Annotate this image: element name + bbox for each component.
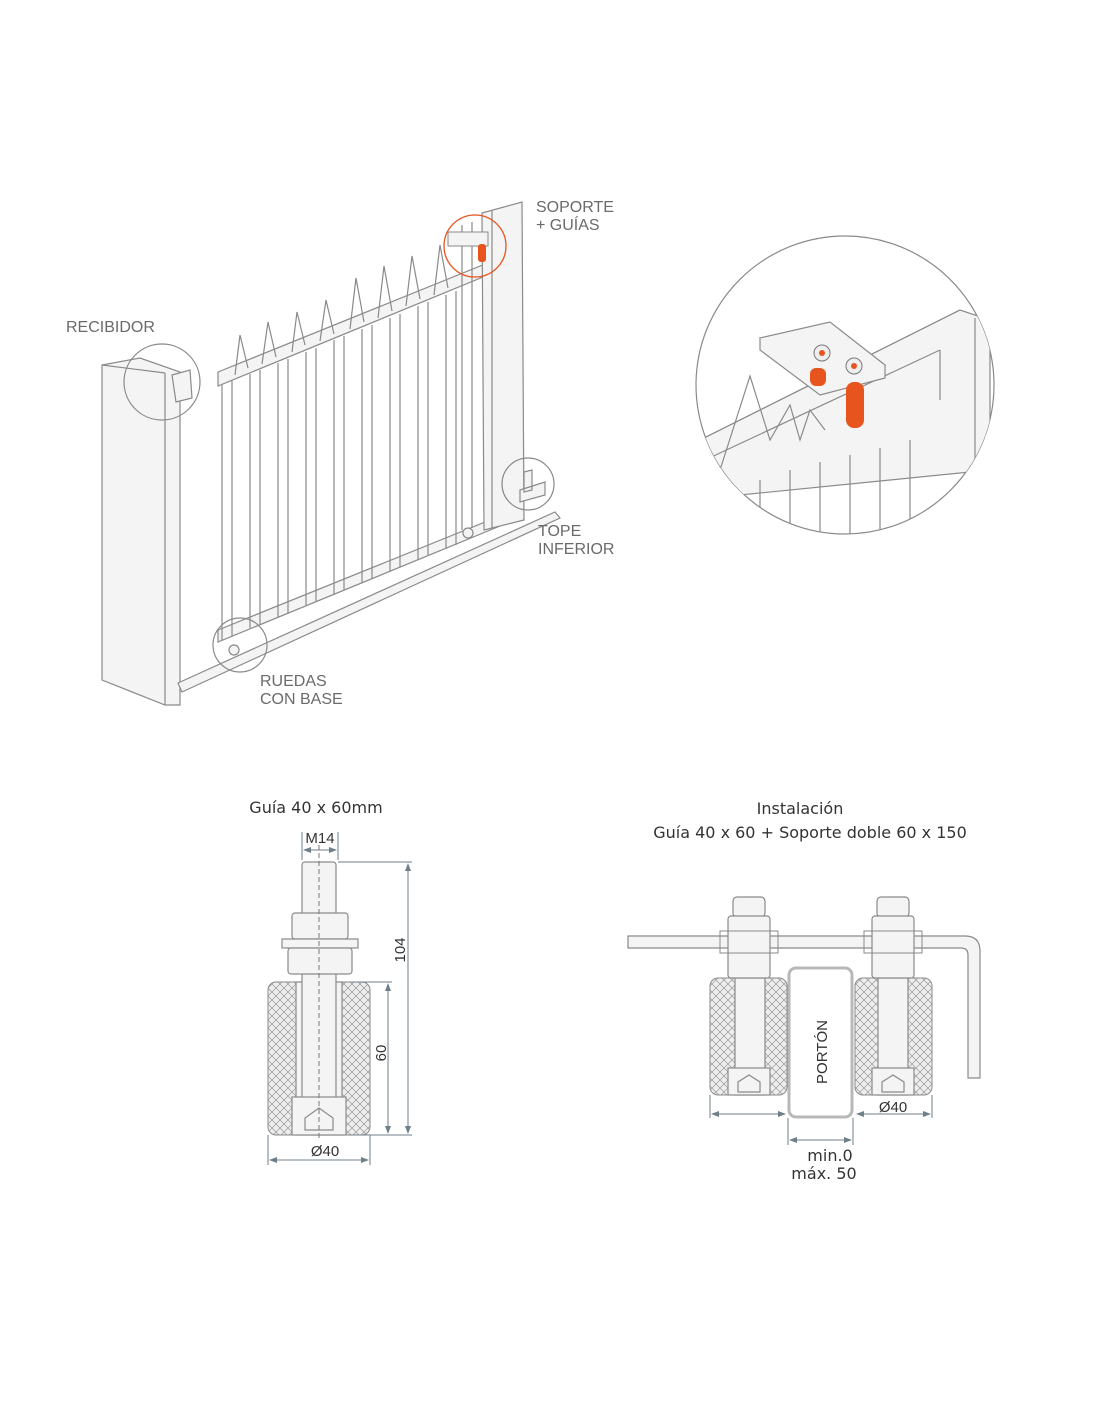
label-stop: TOPE bbox=[538, 523, 581, 540]
gate-profile-label: PORTÓN bbox=[814, 1020, 831, 1084]
support-plate bbox=[627, 935, 981, 1079]
support-detail-zoom bbox=[695, 235, 995, 535]
gate-drawing bbox=[101, 201, 561, 706]
label-stop-lower: INFERIOR bbox=[538, 541, 614, 558]
thread-size-label: M14 bbox=[305, 830, 334, 847]
total-height-label: 104 bbox=[392, 937, 409, 962]
track-rail bbox=[177, 511, 561, 693]
installation-right-roller bbox=[854, 896, 933, 1096]
guide-roller-accent bbox=[478, 244, 486, 262]
receiver-callout-circle bbox=[123, 343, 201, 421]
wheels-callout-circle bbox=[212, 617, 268, 673]
roller-height-label: 60 bbox=[373, 1045, 390, 1062]
gap-max-label: máx. 50 bbox=[791, 1164, 856, 1183]
installation-diameter-label: Ø40 bbox=[879, 1099, 907, 1116]
label-receiver: RECIBIDOR bbox=[66, 319, 155, 336]
gate-profile bbox=[787, 966, 854, 1119]
installation-title: Instalación bbox=[757, 799, 844, 818]
gate-top-rail bbox=[217, 257, 501, 387]
installation-section bbox=[627, 896, 981, 1145]
gate-spikes bbox=[234, 244, 449, 376]
stop-callout-circle bbox=[501, 457, 555, 511]
diameter-label: Ø40 bbox=[311, 1143, 339, 1160]
gap-min-label: min.0 bbox=[807, 1146, 852, 1165]
receiver-post bbox=[101, 357, 181, 706]
installation-subtitle: Guía 40 x 60 + Soporte doble 60 x 150 bbox=[653, 823, 967, 842]
support-highlight-circle bbox=[443, 214, 507, 278]
guide-title: Guía 40 x 60mm bbox=[249, 798, 382, 817]
gate-end-post bbox=[481, 201, 525, 531]
label-support: SOPORTE bbox=[536, 199, 614, 216]
installation-left-roller bbox=[709, 896, 788, 1096]
gate-pickets bbox=[221, 291, 457, 640]
label-wheels: RUEDAS bbox=[260, 673, 327, 690]
guide-dimensions bbox=[267, 832, 412, 1165]
guide-roller-section bbox=[267, 845, 371, 1140]
label-wheels-base: CON BASE bbox=[260, 691, 343, 708]
label-support-guides: + GUÍAS bbox=[536, 215, 600, 234]
